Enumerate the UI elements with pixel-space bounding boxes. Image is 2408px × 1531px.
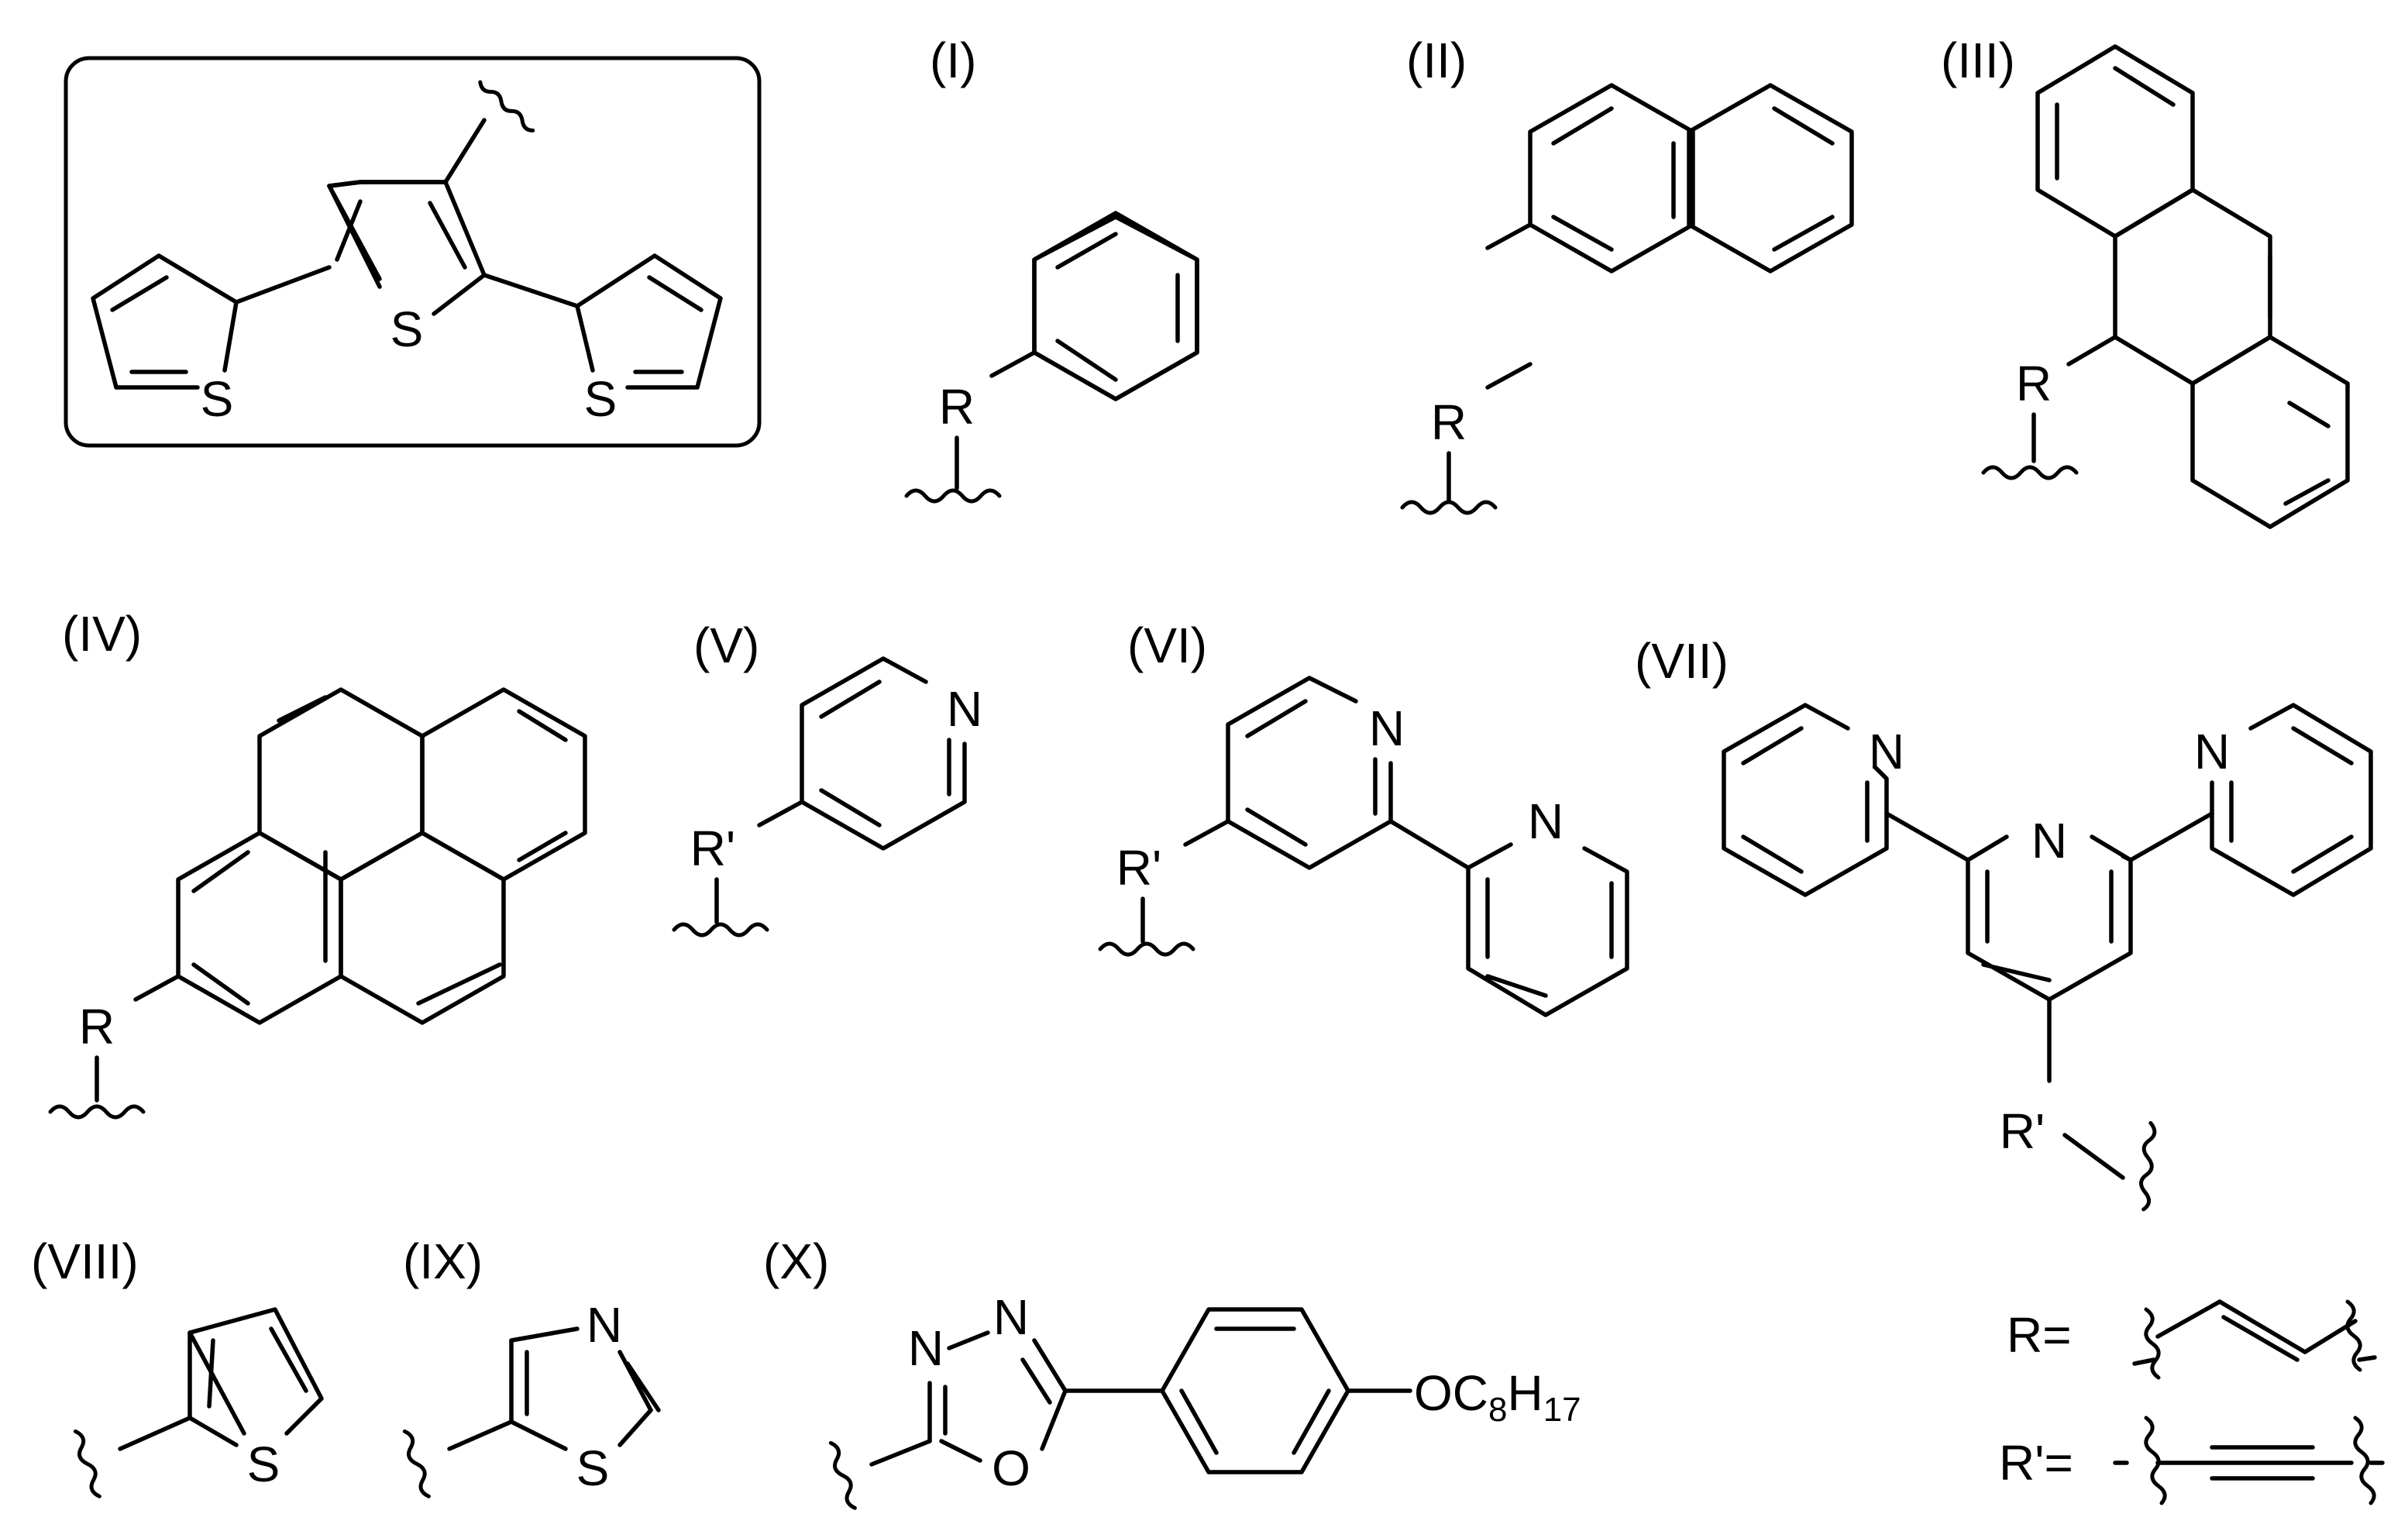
X-nitrogen-2: N xyxy=(993,1289,1029,1345)
legend-R-label: R= xyxy=(2007,1307,2072,1363)
IV-R-group: R xyxy=(79,999,115,1054)
label-VI: (VI) xyxy=(1127,618,1207,673)
VI-nitrogen-1: N xyxy=(1369,700,1405,756)
VII-nitrogen-center: N xyxy=(2031,813,2067,869)
structure-X: (X) N N O OC8H17 xyxy=(763,1233,1581,1510)
X-wavy xyxy=(828,1440,857,1510)
II-R-group: R xyxy=(1431,394,1467,450)
VII-nitrogen-left: N xyxy=(1869,724,1904,779)
IX-wavy xyxy=(402,1429,431,1498)
VII-nitrogen-right: N xyxy=(2194,724,2230,779)
structure-I: (I) R xyxy=(904,33,1199,504)
VII-wavy xyxy=(2139,1120,2157,1212)
VI-nitrogen-2: N xyxy=(1528,793,1563,849)
structure-V: (V) N R' xyxy=(672,618,982,938)
core-left-sulfur: S xyxy=(201,371,234,427)
X-oxygen: O xyxy=(992,1440,1030,1496)
label-II: (II) xyxy=(1406,33,1467,88)
structure-III: (III) R xyxy=(1941,33,2350,529)
VII-Rprime-group: R' xyxy=(2000,1103,2045,1159)
label-VII: (VII) xyxy=(1635,633,1729,689)
II-wavy xyxy=(1400,500,1498,515)
core-attachment-wavy xyxy=(478,80,535,132)
VI-Rprime-group: R' xyxy=(1116,840,1161,896)
core-frame xyxy=(64,56,762,448)
core-right-sulfur: S xyxy=(584,371,617,427)
X-octyloxy-substituent: OC8H17 xyxy=(1414,1365,1581,1429)
terthiophene-core: S S S xyxy=(64,56,762,448)
legend-Rprime: R'= xyxy=(1999,1416,2385,1505)
X-nitrogen-1: N xyxy=(908,1320,944,1376)
legend-Rprime-label: R'= xyxy=(1999,1435,2073,1491)
label-X: (X) xyxy=(763,1233,829,1289)
I-wavy xyxy=(904,488,1002,504)
III-R-group: R xyxy=(2016,356,2052,411)
IX-nitrogen: N xyxy=(587,1297,622,1353)
label-III: (III) xyxy=(1941,33,2015,88)
IV-wavy xyxy=(48,1104,146,1120)
structure-IV: (IV) R xyxy=(48,606,587,1120)
V-Rprime-group: R' xyxy=(690,821,735,876)
legend-R: R= xyxy=(2007,1299,2377,1380)
label-I: (I) xyxy=(930,33,976,88)
I-R-group: R xyxy=(939,379,975,435)
structure-VI: (VI) N N R' xyxy=(1098,618,1629,1017)
legend-Rprime-wavy-left xyxy=(2144,1416,2167,1505)
label-IV: (IV) xyxy=(62,606,142,662)
structure-VIII: (VIII) S xyxy=(31,1233,324,1498)
III-wavy xyxy=(1981,465,2079,480)
VI-wavy xyxy=(1098,941,1195,957)
legend-Rprime-wavy-right xyxy=(2353,1416,2376,1505)
V-wavy xyxy=(672,922,769,938)
label-V: (V) xyxy=(693,618,759,673)
VIII-sulfur: S xyxy=(247,1436,280,1492)
structure-II: (II) R xyxy=(1400,33,1854,515)
label-VIII: (VIII) xyxy=(31,1233,139,1289)
VIII-wavy xyxy=(73,1429,101,1498)
structure-VII: (VII) N N N R' xyxy=(1635,633,2373,1212)
core-central-sulfur: S xyxy=(390,301,424,357)
legend-R-wavy-right xyxy=(2345,1299,2362,1372)
structure-IX: (IX) N S xyxy=(402,1233,661,1498)
legend-R-wavy-left xyxy=(2144,1307,2161,1380)
V-nitrogen: N xyxy=(947,681,982,737)
IX-sulfur: S xyxy=(576,1440,610,1496)
label-IX: (IX) xyxy=(403,1233,483,1289)
